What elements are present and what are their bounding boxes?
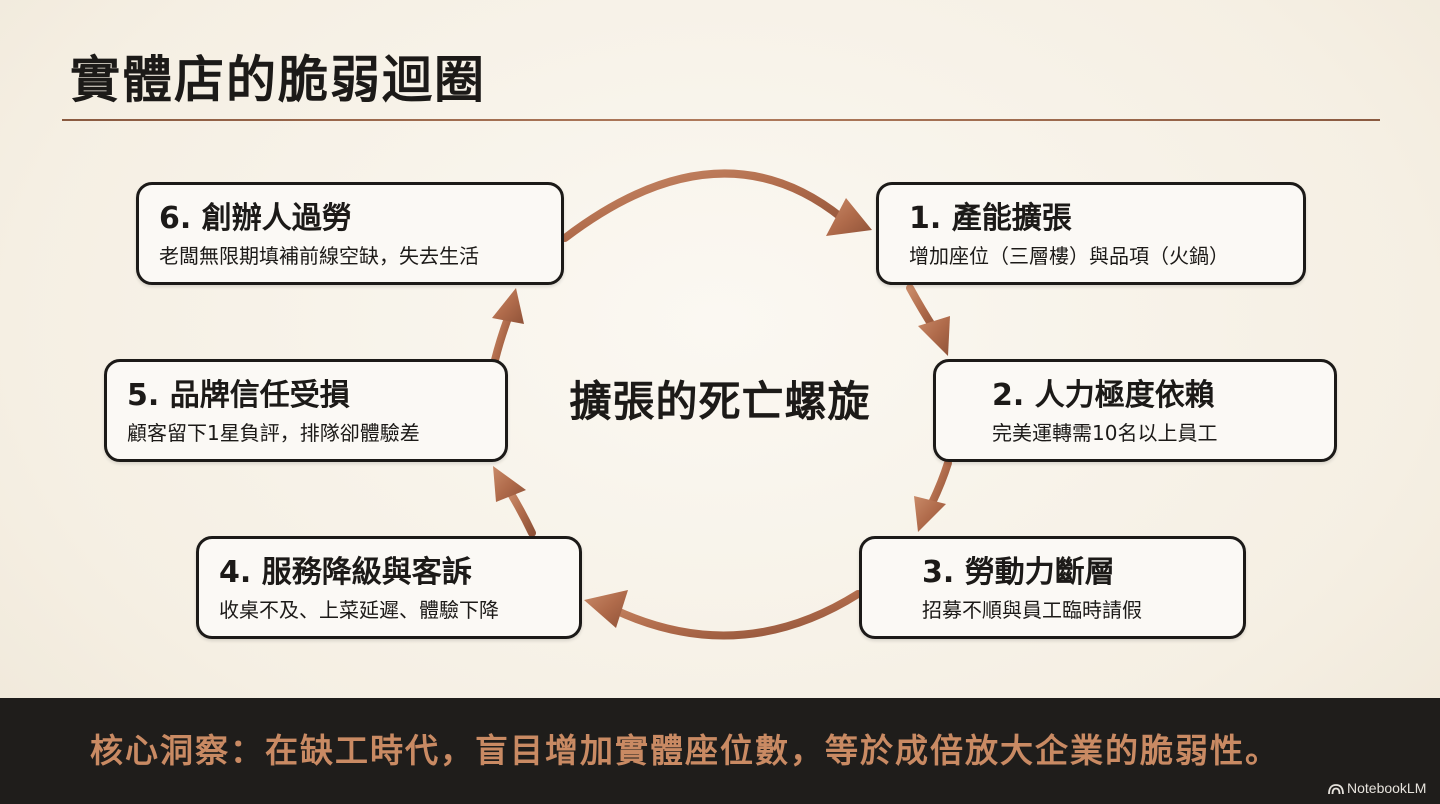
step-title: 4. 服務降級與客訴 <box>219 555 472 590</box>
arrow-2-to-3 <box>928 459 952 507</box>
cycle-center-label: 擴張的死亡螺旋 <box>569 377 871 426</box>
step-title: 1. 產能擴張 <box>909 201 1072 236</box>
arrow-6-to-1 <box>561 169 846 242</box>
step-description: 招募不順與員工臨時請假 <box>922 598 1142 622</box>
step-title: 3. 勞動力斷層 <box>922 555 1115 590</box>
brand-name: NotebookLM <box>1347 780 1427 796</box>
title-divider <box>62 119 1380 121</box>
insight-footer <box>0 698 1440 804</box>
step-description: 完美運轉需10名以上員工 <box>992 421 1218 445</box>
step-description: 老闆無限期填補前線空缺，失去生活 <box>159 244 479 268</box>
arrowhead-4 <box>584 590 628 628</box>
cycle-step-3: 3. 勞動力斷層 招募不順與員工臨時請假 <box>859 536 1246 639</box>
step-title: 2. 人力極度依賴 <box>992 378 1215 413</box>
arrowhead-1 <box>826 198 872 236</box>
cycle-arrows <box>491 169 952 640</box>
step-description: 顧客留下1星負評，排隊卻體驗差 <box>127 421 420 445</box>
step-description: 收桌不及、上菜延遲、體驗下降 <box>219 598 499 622</box>
page-title: 實體店的脆弱迴圈 <box>70 50 486 109</box>
cycle-step-4: 4. 服務降級與客訴 收桌不及、上菜延遲、體驗下降 <box>196 536 582 639</box>
cycle-step-6: 6. 創辦人過勞 老闆無限期填補前線空缺，失去生活 <box>136 182 564 285</box>
arrow-5-to-6 <box>491 314 512 364</box>
notebooklm-brand: NotebookLM <box>1328 778 1426 798</box>
step-description: 增加座位（三層樓）與品項（火鍋） <box>909 244 1229 268</box>
arrowhead-2 <box>918 316 950 356</box>
step-title: 5. 品牌信任受損 <box>127 378 350 413</box>
cycle-step-2: 2. 人力極度依賴 完美運轉需10名以上員工 <box>933 359 1337 462</box>
arrowhead-6 <box>492 288 524 324</box>
arrowhead-3 <box>914 496 946 532</box>
arrow-4-to-5 <box>506 488 536 537</box>
cycle-step-1: 1. 產能擴張 增加座位（三層樓）與品項（火鍋） <box>876 182 1306 285</box>
notebooklm-logo-icon <box>1328 784 1344 795</box>
step-title: 6. 創辦人過勞 <box>159 201 352 236</box>
arrow-3-to-4 <box>611 590 862 640</box>
core-insight-text: 核心洞察：在缺工時代，盲目增加實體座位數，等於成倍放大企業的脆弱性。 <box>90 731 1280 770</box>
cycle-step-5: 5. 品牌信任受損 顧客留下1星負評，排隊卻體驗差 <box>104 359 508 462</box>
arrowhead-5 <box>493 466 526 502</box>
